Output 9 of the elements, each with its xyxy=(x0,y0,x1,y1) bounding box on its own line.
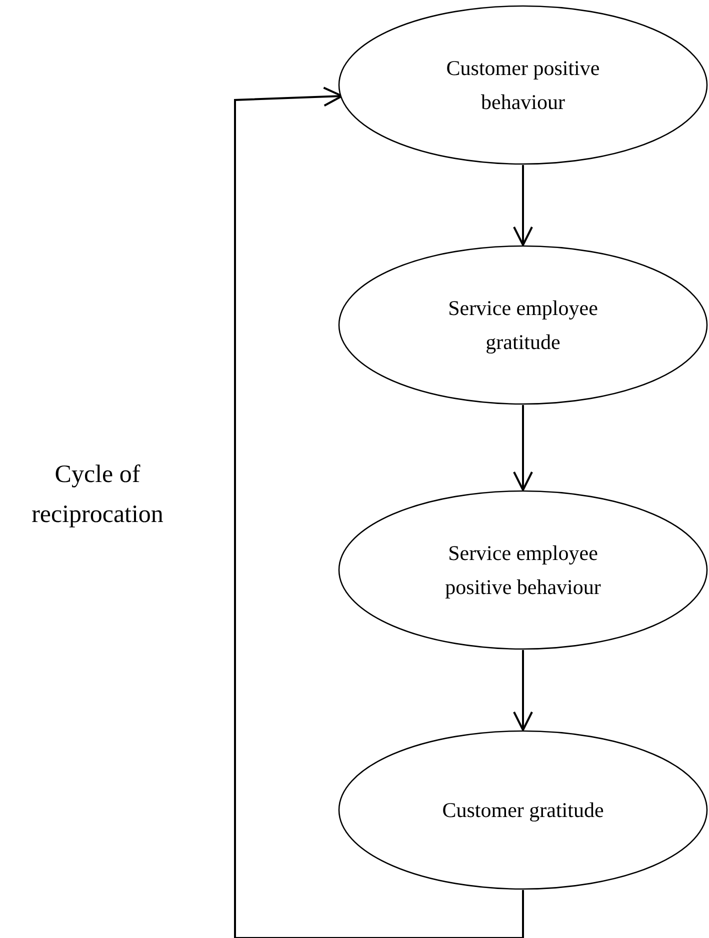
arrow xyxy=(513,405,533,491)
arrow xyxy=(513,650,533,731)
cycle-label: Cycle of reciprocation xyxy=(30,460,164,530)
arrow xyxy=(513,165,533,246)
node-label: Customer positive behaviour xyxy=(445,55,601,116)
node-label: Customer gratitude xyxy=(441,797,605,824)
node-label: Service employee gratitude xyxy=(447,295,599,356)
node-label: Service employee positive behaviour xyxy=(444,540,602,601)
arrow xyxy=(234,86,524,938)
